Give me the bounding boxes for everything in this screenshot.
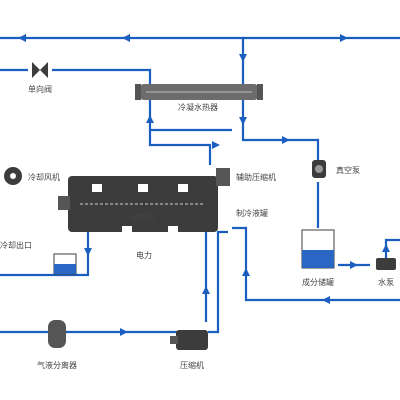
label-water-pump: 水泵 <box>378 277 394 287</box>
pump-icon <box>312 160 326 178</box>
bowtie-valve-icon <box>32 62 48 78</box>
arrow-up-receiver <box>242 268 250 276</box>
label-dryer: 动模块 <box>131 212 155 222</box>
condensate-tank <box>301 229 335 269</box>
label-condensate-tank: 成分储罐 <box>302 277 334 287</box>
pipe-dryer-top <box>148 130 212 165</box>
arrow-top-mid <box>122 34 130 42</box>
arrow-top-left <box>18 34 26 42</box>
arrow-down-condenser <box>239 54 247 62</box>
compressor-unit <box>170 330 208 350</box>
water-pump <box>376 258 396 270</box>
label-vacuum-pump: 真空泵 <box>336 165 360 175</box>
label-fan: 冷却风机 <box>28 172 60 182</box>
label-separator: 气液分离器 <box>37 360 77 370</box>
label-receiver: 辅助压缩机 <box>236 172 276 182</box>
pipe-condenser-right <box>241 95 320 160</box>
arrow-receiver <box>350 261 358 269</box>
label-cold-tank: 制冷液罐 <box>236 208 268 218</box>
arrow-vac-right <box>282 136 290 144</box>
label-condensate-out: 冷却出口 <box>0 240 32 250</box>
arrow-top-right <box>340 34 348 42</box>
condenser-unit <box>135 84 263 100</box>
arrow-right-compressor <box>120 328 128 336</box>
pipe-dryer-bottom <box>0 232 90 277</box>
label-motor: 电力 <box>136 250 152 260</box>
fan-icon <box>4 167 22 185</box>
arrow-right-dryer <box>212 141 220 149</box>
arrow-down-right <box>239 117 247 125</box>
label-valve: 单向阀 <box>28 84 52 94</box>
condensate-vessel <box>53 253 77 275</box>
arrow-up-compressor <box>202 286 210 294</box>
pipe-compressor <box>0 230 228 334</box>
arrow-bottom-right <box>322 296 330 304</box>
label-compressor: 压缩机 <box>180 360 204 370</box>
label-condenser: 冷凝水热器 <box>178 102 218 112</box>
arrow-up-left-col2 <box>146 115 154 123</box>
arrow-pump-up <box>382 244 390 252</box>
gas-liquid-separator <box>48 320 66 348</box>
arrow-down-dryer-out <box>84 248 92 256</box>
dryer-unit <box>58 168 230 234</box>
